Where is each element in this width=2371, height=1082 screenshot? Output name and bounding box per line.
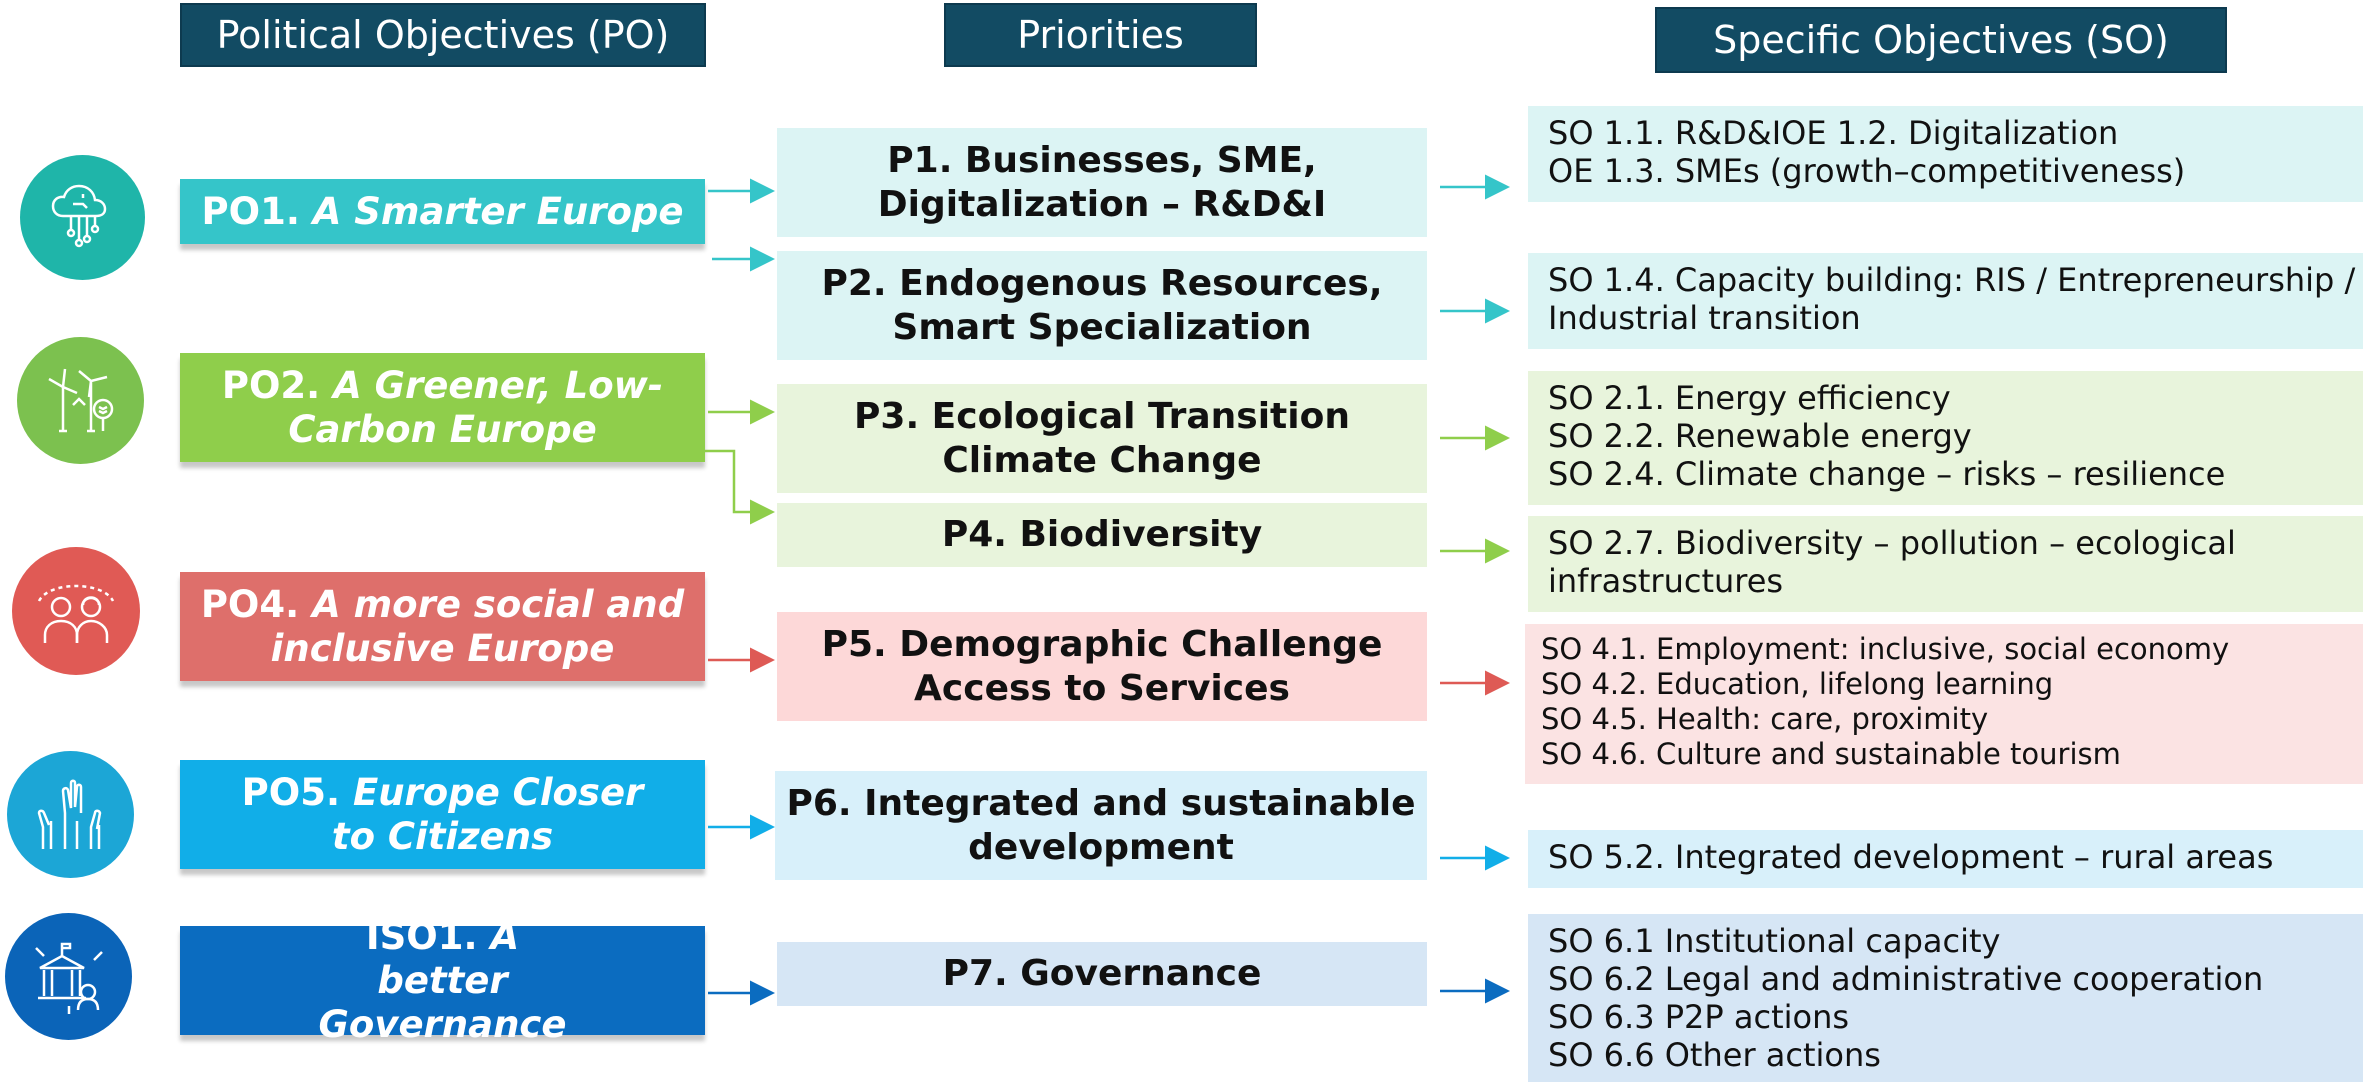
raised-hands-icon [7, 751, 134, 878]
priority-p4: P4. Biodiversity [777, 503, 1427, 567]
so-line: OE 1.3. SMEs (growth–competitiveness) [1548, 152, 2186, 190]
po2-title: A Greener, Low-Carbon Europe [288, 363, 664, 451]
po5-title: Europe Closer to Citizens [331, 770, 644, 858]
so-line: SO 1.4. Capacity building: RIS / Entrepr… [1548, 261, 2356, 299]
so-line: SO 2.4. Climate change – risks – resilie… [1548, 455, 2226, 493]
po5-box: PO5. Europe Closer to Citizens [180, 760, 705, 869]
priority-p6-line1: P6. Integrated and sustainable [786, 782, 1416, 824]
so-line: SO 4.1. Employment: inclusive, social ec… [1541, 632, 2230, 666]
so-box-4: SO 2.7. Biodiversity – pollution – ecolo… [1528, 516, 2363, 612]
po4-code: PO4. [200, 582, 300, 626]
priority-p1-line2: Digitalization – R&D&I [877, 183, 1327, 225]
po4-box: PO4. A more social and inclusive Europe [180, 572, 705, 681]
priority-p2: P2. Endogenous Resources,Smart Specializ… [777, 251, 1427, 360]
so-line: SO 5.2. Integrated development – rural a… [1548, 838, 2274, 876]
header-political-objectives: Political Objectives (PO) [180, 3, 706, 67]
so-box-5: SO 4.1. Employment: inclusive, social ec… [1525, 624, 2363, 784]
header-specific-objectives: Specific Objectives (SO) [1655, 7, 2227, 73]
people-icon [12, 547, 140, 675]
so-line: SO 6.3 P2P actions [1548, 998, 1850, 1036]
so-line: infrastructures [1548, 562, 1784, 600]
iso1-title: A better Governance [318, 914, 567, 1046]
iso1-box: ISO1. A better Governance [180, 915, 705, 1046]
iso1-code: ISO1. [365, 914, 478, 958]
po5-code: PO5. [241, 770, 341, 814]
so-box-1: SO 1.1. R&D&IOE 1.2. Digitalization OE 1… [1528, 106, 2363, 202]
so-line: SO 6.1 Institutional capacity [1548, 922, 2001, 960]
arrow-po2-p4 [705, 449, 775, 525]
po1-code: PO1. [201, 189, 300, 233]
po1-box: PO1. A Smarter Europe [180, 179, 705, 244]
priority-p2-line1: P2. Endogenous Resources, [821, 262, 1383, 304]
priority-p5-line1: P5. Demographic Challenge [821, 623, 1383, 665]
priority-p1-line1: P1. Businesses, SME, [887, 139, 1317, 181]
so-line: SO 4.5. Health: care, proximity [1541, 702, 1989, 736]
so-box-6: SO 5.2. Integrated development – rural a… [1528, 830, 2363, 888]
header-priorities: Priorities [944, 3, 1257, 67]
wind-turbine-icon [17, 337, 144, 464]
priority-p3-line1: P3. Ecological Transition [854, 395, 1350, 437]
cloud-network-icon [20, 155, 145, 280]
po2-box: PO2. A Greener, Low-Carbon Europe [180, 353, 705, 462]
so-line: SO 6.6 Other actions [1548, 1036, 1881, 1074]
so-line: Industrial transition [1548, 299, 1861, 337]
priority-p6-line2: development [968, 826, 1234, 868]
priority-p5-line2: Access to Services [914, 667, 1290, 709]
so-line: SO 2.2. Renewable energy [1548, 417, 1972, 455]
so-line: SO 4.6. Culture and sustainable tourism [1541, 737, 2121, 771]
priority-p4-line1: P4. Biodiversity [941, 514, 1263, 555]
priority-p1: P1. Businesses, SME,Digitalization – R&D… [777, 128, 1427, 237]
so-box-3: SO 2.1. Energy efficiency SO 2.2. Renewa… [1528, 371, 2363, 505]
priority-p3-line2: Climate Change [942, 439, 1262, 481]
so-line: SO 1.1. R&D&IOE 1.2. Digitalization [1548, 114, 2119, 152]
po2-code: PO2. [221, 363, 321, 407]
so-line: SO 2.1. Energy efficiency [1548, 379, 1951, 417]
po4-title: A more social and inclusive Europe [270, 582, 685, 670]
government-building-icon [5, 913, 132, 1040]
so-box-7: SO 6.1 Institutional capacity SO 6.2 Leg… [1528, 914, 2363, 1082]
so-box-2: SO 1.4. Capacity building: RIS / Entrepr… [1528, 253, 2363, 349]
so-line: SO 6.2 Legal and administrative cooperat… [1548, 960, 2264, 998]
priority-p7: P7. Governance [777, 942, 1427, 1006]
priority-p7-line1: P7. Governance [942, 953, 1262, 994]
priority-p2-line2: Smart Specialization [892, 306, 1312, 348]
so-line: SO 2.7. Biodiversity – pollution – ecolo… [1548, 524, 2236, 562]
so-line: SO 4.2. Education, lifelong learning [1541, 667, 2054, 701]
po1-title: A Smarter Europe [312, 189, 684, 233]
